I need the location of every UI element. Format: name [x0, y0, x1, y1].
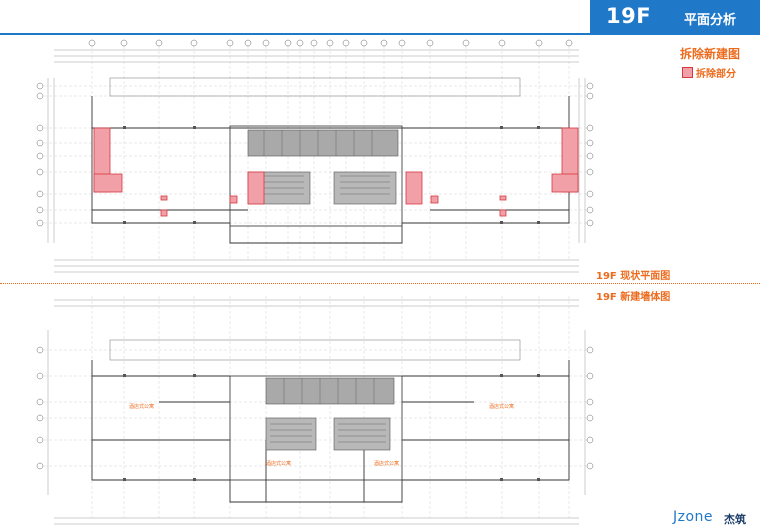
- caption-existing-plan: 19F 现状平面图: [596, 271, 671, 282]
- brand-logo-cn: 杰筑: [724, 513, 746, 526]
- legend-label-demolition: 拆除部分: [696, 69, 736, 80]
- demolition-areas: [93, 127, 579, 217]
- floor-label: 19F: [606, 4, 652, 28]
- header-blue-block: [590, 0, 760, 33]
- caption-new-plan: 19F 新建墙体图: [596, 292, 671, 303]
- brand-logo: Jzone: [673, 509, 714, 525]
- room-label-center-left: 酒店式公寓: [266, 460, 291, 467]
- new-wall-plan: 酒店式公寓 酒店式公寓 酒店式公寓 酒店式公寓: [36, 296, 594, 525]
- room-label-right: 酒店式公寓: [489, 403, 514, 410]
- existing-floor-plan: [36, 39, 594, 273]
- section-title: 平面分析: [684, 13, 737, 28]
- room-label-center-right: 酒店式公寓: [374, 460, 399, 467]
- legend-title: 拆除新建图: [679, 47, 740, 61]
- legend-swatch-demolition: [682, 67, 693, 78]
- header-rule: [0, 33, 760, 35]
- section-divider: [0, 283, 760, 284]
- room-label-left: 酒店式公寓: [129, 403, 154, 410]
